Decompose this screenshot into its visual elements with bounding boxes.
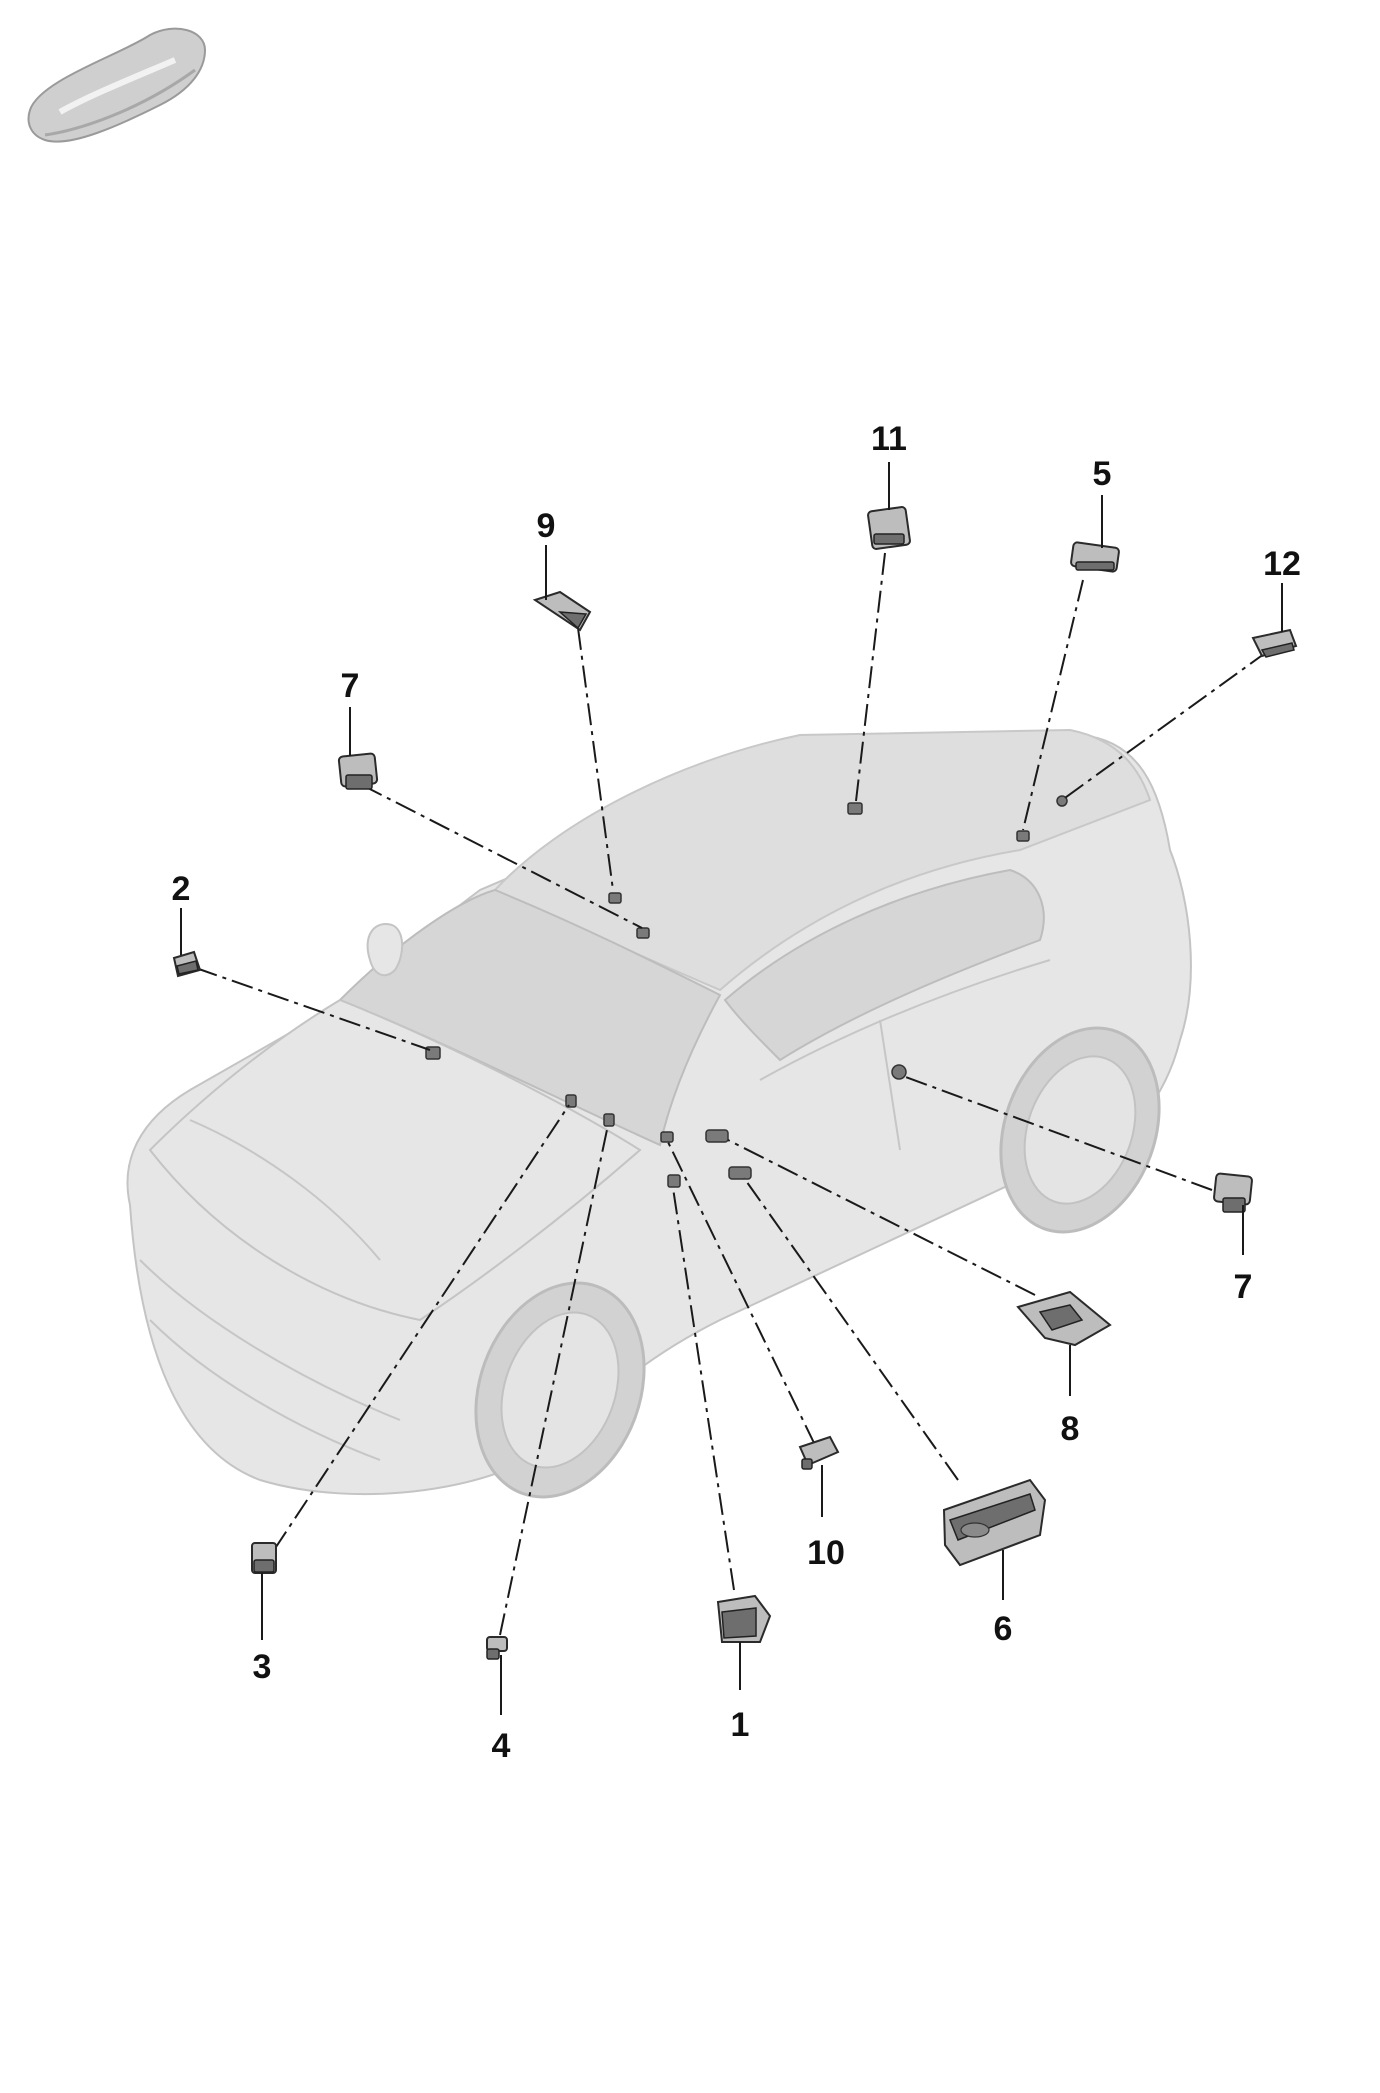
callout-7-lower: 7 bbox=[1234, 1268, 1253, 1306]
vehicle-mirror bbox=[366, 923, 404, 977]
callout-7-upper: 7 bbox=[341, 667, 360, 705]
callout-10: 10 bbox=[807, 1534, 845, 1572]
part-7b-switch[interactable] bbox=[1213, 1172, 1253, 1213]
callout-11: 11 bbox=[871, 420, 907, 458]
part-6-switch-panel[interactable] bbox=[942, 1478, 1047, 1567]
callout-12: 12 bbox=[1263, 545, 1301, 583]
part-2-switch[interactable] bbox=[172, 950, 202, 978]
part-12-switch[interactable] bbox=[1251, 628, 1298, 658]
part-7a-switch[interactable] bbox=[337, 752, 379, 790]
callout-9: 9 bbox=[537, 507, 556, 545]
mount-point-9 bbox=[608, 892, 622, 904]
part-10-switch[interactable] bbox=[798, 1435, 840, 1470]
part-3-switch[interactable] bbox=[251, 1542, 277, 1574]
mount-point-4 bbox=[603, 1113, 615, 1127]
callout-8: 8 bbox=[1061, 1410, 1080, 1448]
vehicle-illustration bbox=[126, 728, 1192, 1499]
vehicle-hood bbox=[148, 998, 642, 1322]
callout-1: 1 bbox=[731, 1706, 750, 1744]
callout-6: 6 bbox=[994, 1610, 1013, 1648]
callout-2: 2 bbox=[172, 870, 191, 908]
part-4-switch[interactable] bbox=[486, 1636, 508, 1660]
mount-point-6 bbox=[728, 1166, 752, 1180]
mount-point-12 bbox=[1056, 795, 1068, 807]
vehicle-windshield bbox=[338, 888, 722, 1147]
callout-5: 5 bbox=[1093, 455, 1112, 493]
leader-lines bbox=[195, 552, 1269, 1636]
callout-3: 3 bbox=[253, 1648, 272, 1686]
mount-point-11 bbox=[847, 802, 863, 815]
part-1-switch[interactable] bbox=[716, 1594, 772, 1643]
callout-4: 4 bbox=[492, 1727, 511, 1765]
vehicle-side-windows bbox=[723, 868, 1045, 1062]
mount-point-7b bbox=[891, 1064, 907, 1080]
part-8-switch[interactable] bbox=[1016, 1290, 1112, 1347]
mount-point-10 bbox=[660, 1131, 674, 1143]
part-9-switch[interactable] bbox=[532, 590, 592, 632]
part-11-switch[interactable] bbox=[867, 506, 911, 550]
part-5-switch[interactable] bbox=[1070, 541, 1120, 573]
callouts: 11 5 12 9 7 2 3 4 10 1 8 6 7 bbox=[172, 420, 1301, 1765]
mount-point-1 bbox=[667, 1174, 681, 1188]
mount-point-3 bbox=[565, 1094, 577, 1108]
mount-point-7a bbox=[636, 927, 650, 939]
car-thumbnail-icon[interactable] bbox=[27, 27, 207, 143]
mount-point-8 bbox=[705, 1129, 729, 1143]
mount-point-5 bbox=[1016, 830, 1030, 842]
